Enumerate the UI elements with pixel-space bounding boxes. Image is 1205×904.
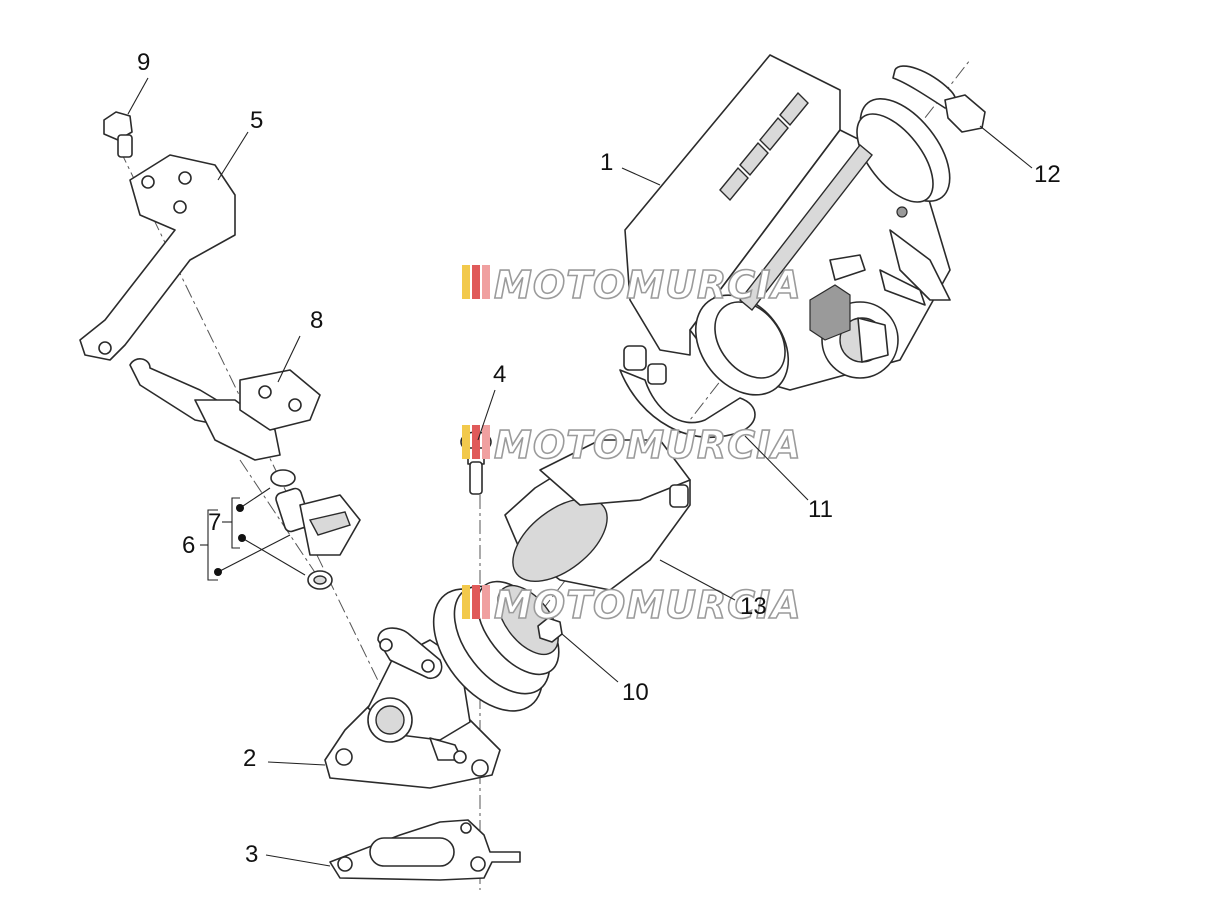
callout-1: 1 (600, 149, 613, 176)
callout-numbers: 1 2 3 4 5 6 7 8 9 10 11 12 13 (137, 49, 1061, 868)
watermark-top: MOTOMURCIA (462, 262, 802, 308)
watermark-stripe (462, 425, 470, 459)
watermark-stripe (482, 585, 490, 619)
throttle-body-part[interactable] (624, 54, 967, 413)
callout-7: 7 (208, 509, 221, 536)
throttle-body-ribs (719, 91, 809, 202)
callout-dot (238, 534, 246, 542)
callout-4: 4 (493, 361, 506, 388)
watermark-text: MOTOMURCIA (494, 263, 802, 307)
watermark-bottom: MOTOMURCIA (462, 582, 802, 628)
callout-dot (214, 568, 222, 576)
callout-12: 12 (1034, 161, 1061, 188)
callout-5: 5 (250, 107, 263, 134)
watermark-stripe (482, 425, 490, 459)
callout-10: 10 (622, 679, 649, 706)
watermark-stripe (472, 265, 480, 299)
callout-13: 13 (740, 593, 767, 620)
callout-11: 11 (808, 496, 833, 523)
bracket-part[interactable] (79, 154, 236, 361)
watermark-stripe (462, 585, 470, 619)
bolt-part[interactable] (103, 111, 133, 158)
watermark-middle: MOTOMURCIA (462, 422, 802, 468)
callout-6: 6 (182, 532, 195, 559)
watermark-text: MOTOMURCIA (494, 423, 802, 467)
gasket-part[interactable] (329, 819, 521, 881)
watermark-stripe (462, 265, 470, 299)
intake-manifold-part[interactable] (324, 567, 575, 789)
sensor-part[interactable] (129, 358, 321, 461)
watermark-text: MOTOMURCIA (494, 583, 802, 627)
callout-3: 3 (245, 841, 258, 868)
callout-dot (236, 504, 244, 512)
hose-clamp-part[interactable] (619, 345, 756, 438)
callout-2: 2 (243, 745, 256, 772)
watermark-stripe (472, 425, 480, 459)
callout-8: 8 (310, 307, 323, 334)
watermark-stripe (472, 585, 480, 619)
callout-9: 9 (137, 49, 150, 76)
watermark-stripe (482, 265, 490, 299)
coupling-part[interactable] (498, 439, 691, 598)
leader-lines (127, 77, 1033, 867)
injector-part[interactable] (270, 469, 361, 590)
